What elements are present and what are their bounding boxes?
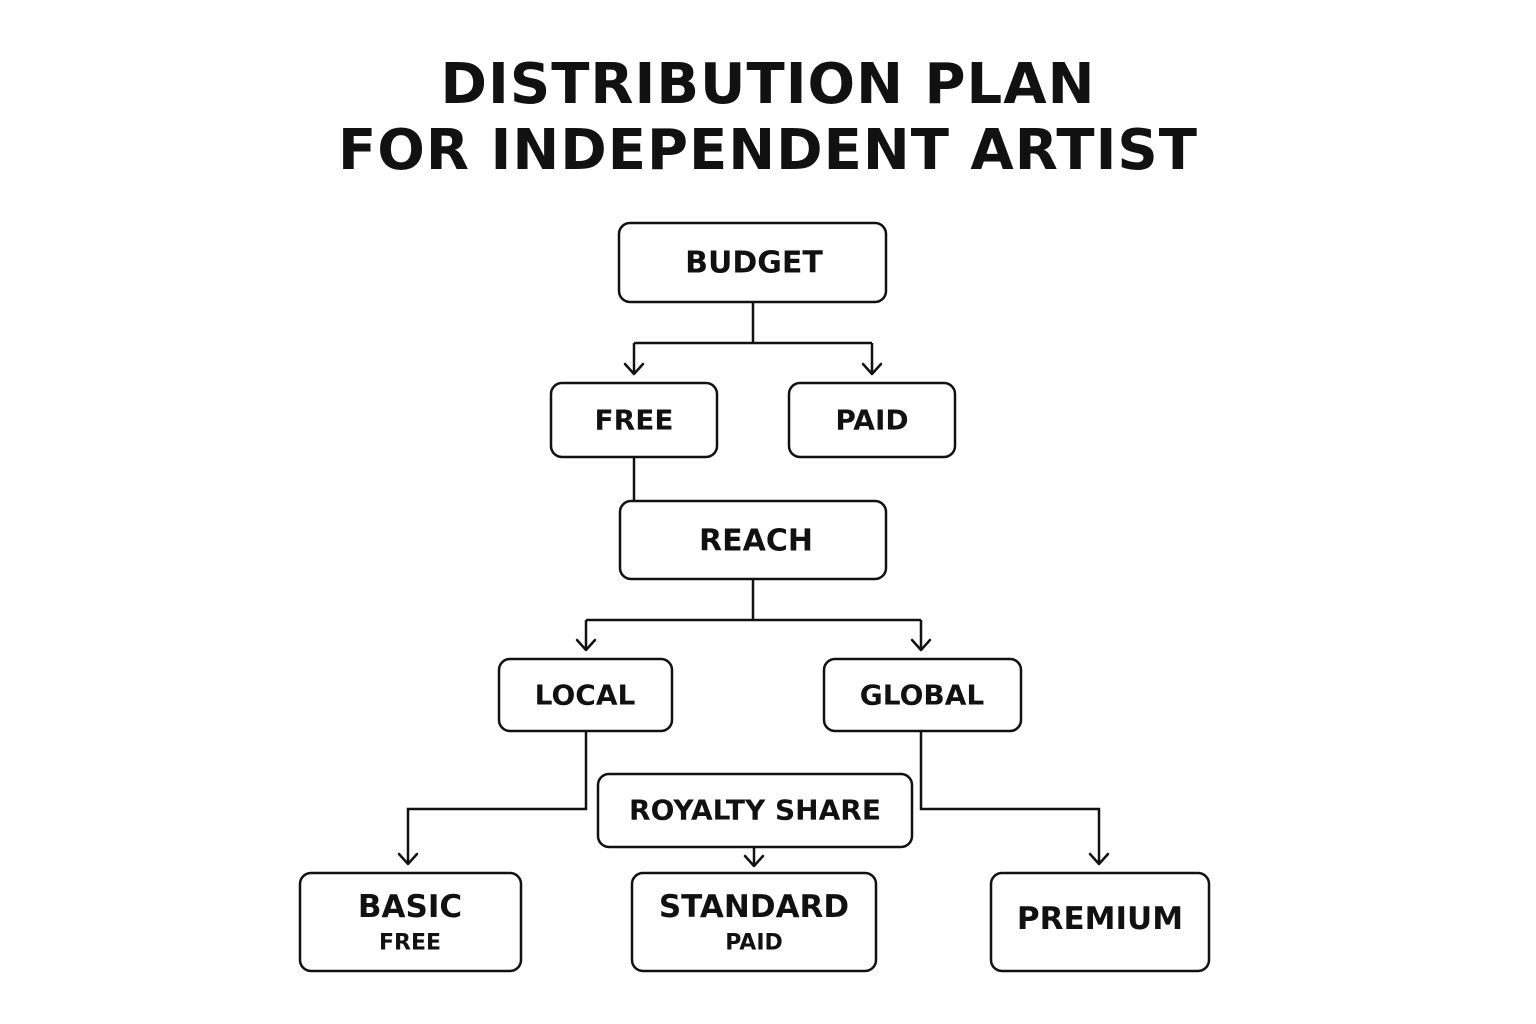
node-paid-label: PAID: [835, 404, 908, 437]
node-paid-box: [787, 381, 957, 459]
diagram-title-line-1: DISTRIBUTION PLAN: [440, 52, 1096, 117]
node-basic-label: BASIC: [358, 889, 462, 925]
node-standard: STANDARD PAID: [630, 871, 878, 973]
node-premium-box: [989, 871, 1211, 973]
node-local-label: LOCAL: [535, 679, 636, 712]
edge-global-premium: [919, 731, 1101, 862]
node-standard-sublabel: PAID: [725, 931, 783, 956]
arrow-to-global: [910, 638, 932, 652]
edge-reach-local-global: [584, 579, 923, 648]
node-budget: BUDGET: [617, 221, 888, 304]
edge-budget-free-paid: [632, 302, 874, 372]
node-basic-box: [298, 871, 523, 973]
node-reach: REACH: [618, 499, 888, 581]
node-royalty-share-box: [596, 772, 914, 849]
node-royalty-share-label: ROYALTY SHARE: [629, 794, 881, 827]
connectors: [397, 302, 1110, 868]
node-standard-box: [630, 871, 878, 973]
arrow-to-paid: [861, 362, 883, 376]
node-global-box: [822, 657, 1023, 733]
arrow-to-premium: [1088, 852, 1110, 866]
node-reach-label: REACH: [699, 524, 813, 559]
node-free-box: [549, 381, 719, 459]
node-premium-label: PREMIUM: [1017, 901, 1183, 937]
node-premium: PREMIUM: [989, 871, 1211, 973]
node-basic-sublabel: FREE: [379, 931, 441, 956]
node-global-label: GLOBAL: [860, 679, 985, 712]
node-basic: BASIC FREE: [298, 871, 523, 973]
node-local: LOCAL: [497, 657, 674, 733]
node-budget-box: [617, 221, 888, 304]
node-standard-label: STANDARD: [659, 889, 849, 925]
node-local-box: [497, 657, 674, 733]
edge-local-basic: [406, 731, 588, 862]
node-global: GLOBAL: [822, 657, 1023, 733]
arrow-to-free: [623, 362, 645, 376]
node-reach-box: [618, 499, 888, 581]
diagram-title-line-2: FOR INDEPENDENT ARTIST: [338, 118, 1198, 183]
node-royalty-share: ROYALTY SHARE: [596, 772, 914, 849]
arrow-to-basic: [397, 852, 419, 866]
node-free-label: FREE: [595, 404, 674, 437]
node-paid: PAID: [787, 381, 957, 459]
arrow-to-local: [575, 638, 597, 652]
arrow-to-standard: [743, 854, 765, 868]
node-free: FREE: [549, 381, 719, 459]
node-budget-label: BUDGET: [685, 246, 823, 281]
